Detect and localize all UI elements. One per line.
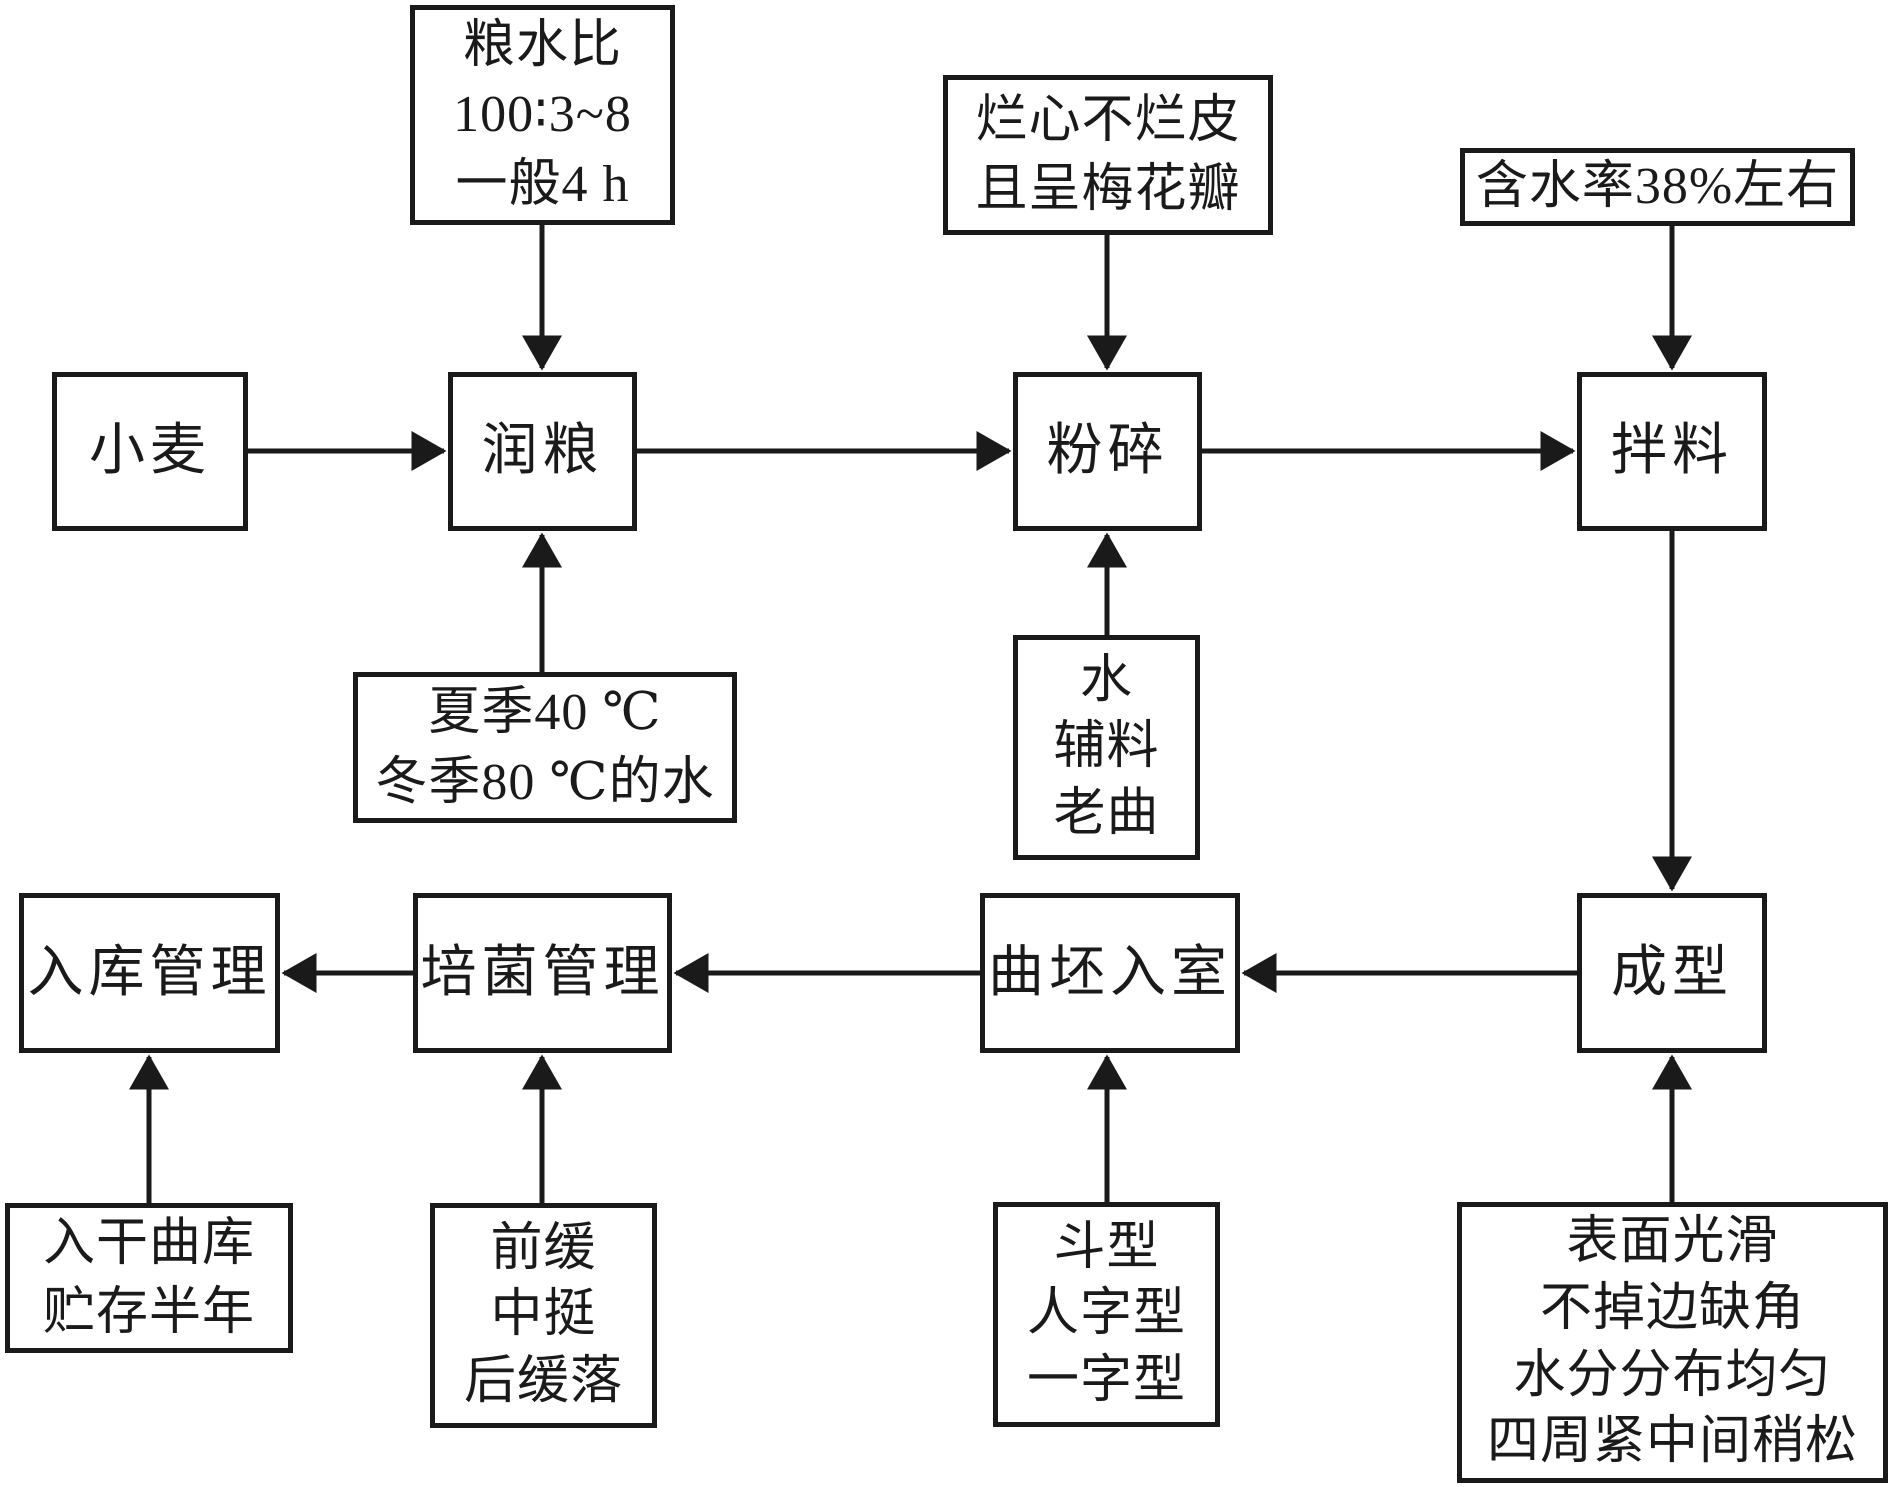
note-grain-water-ratio: 粮水比 100∶3~8 一般4 h [410, 5, 675, 225]
node-warehouse-management: 入库管理 [19, 893, 280, 1053]
node-wheat-label: 小麦 [89, 420, 211, 483]
node-crush-label: 粉碎 [1046, 420, 1169, 483]
node-qu-blank-into-room-label: 曲坯入室 [988, 941, 1232, 1004]
note-water-temperature: 夏季40 ℃ 冬季80 ℃的水 [353, 672, 737, 823]
note-dry-qu-storage-label: 入干曲库 贮存半年 [42, 1214, 255, 1341]
node-culture-management-label: 培菌管理 [420, 941, 665, 1004]
node-shaping: 成型 [1577, 893, 1767, 1053]
node-culture-management: 培菌管理 [413, 893, 672, 1053]
note-moisture-content-label: 含水率38%左右 [1475, 158, 1840, 216]
note-shaping-requirements: 表面光滑 不掉边缺角 水分分布均匀 四周紧中间稍松 [1457, 1202, 1888, 1483]
node-wheat: 小麦 [52, 372, 248, 531]
node-warehouse-management-label: 入库管理 [27, 941, 272, 1004]
note-grain-water-ratio-label: 粮水比 100∶3~8 一般4 h [453, 17, 632, 213]
note-stacking-shapes: 斗型 人字型 一字型 [993, 1202, 1220, 1427]
note-crushed-core-label: 烂心不烂皮 且呈梅花瓣 [975, 91, 1241, 218]
node-crush: 粉碎 [1013, 372, 1202, 531]
node-qu-blank-into-room: 曲坯入室 [980, 893, 1240, 1053]
node-moisten-grain: 润粮 [448, 372, 637, 531]
note-water-auxiliary-oldqu-label: 水 辅料 老曲 [1053, 651, 1160, 842]
node-mix-label: 拌料 [1611, 420, 1733, 483]
node-mix: 拌料 [1577, 372, 1767, 531]
note-water-auxiliary-oldqu: 水 辅料 老曲 [1013, 635, 1200, 860]
note-crushed-core: 烂心不烂皮 且呈梅花瓣 [943, 75, 1273, 235]
note-dry-qu-storage: 入干曲库 贮存半年 [5, 1203, 293, 1353]
note-culture-curve-label: 前缓 中挺 后缓落 [463, 1219, 623, 1410]
node-moisten-grain-label: 润粮 [481, 420, 604, 483]
note-stacking-shapes-label: 斗型 人字型 一字型 [1026, 1218, 1186, 1409]
note-water-temperature-label: 夏季40 ℃ 冬季80 ℃的水 [375, 684, 715, 811]
note-culture-curve: 前缓 中挺 后缓落 [430, 1203, 657, 1428]
node-shaping-label: 成型 [1611, 941, 1733, 1004]
note-shaping-requirements-label: 表面光滑 不掉边缺角 水分分布均匀 四周紧中间稍松 [1486, 1213, 1858, 1471]
note-moisture-content: 含水率38%左右 [1460, 148, 1855, 226]
